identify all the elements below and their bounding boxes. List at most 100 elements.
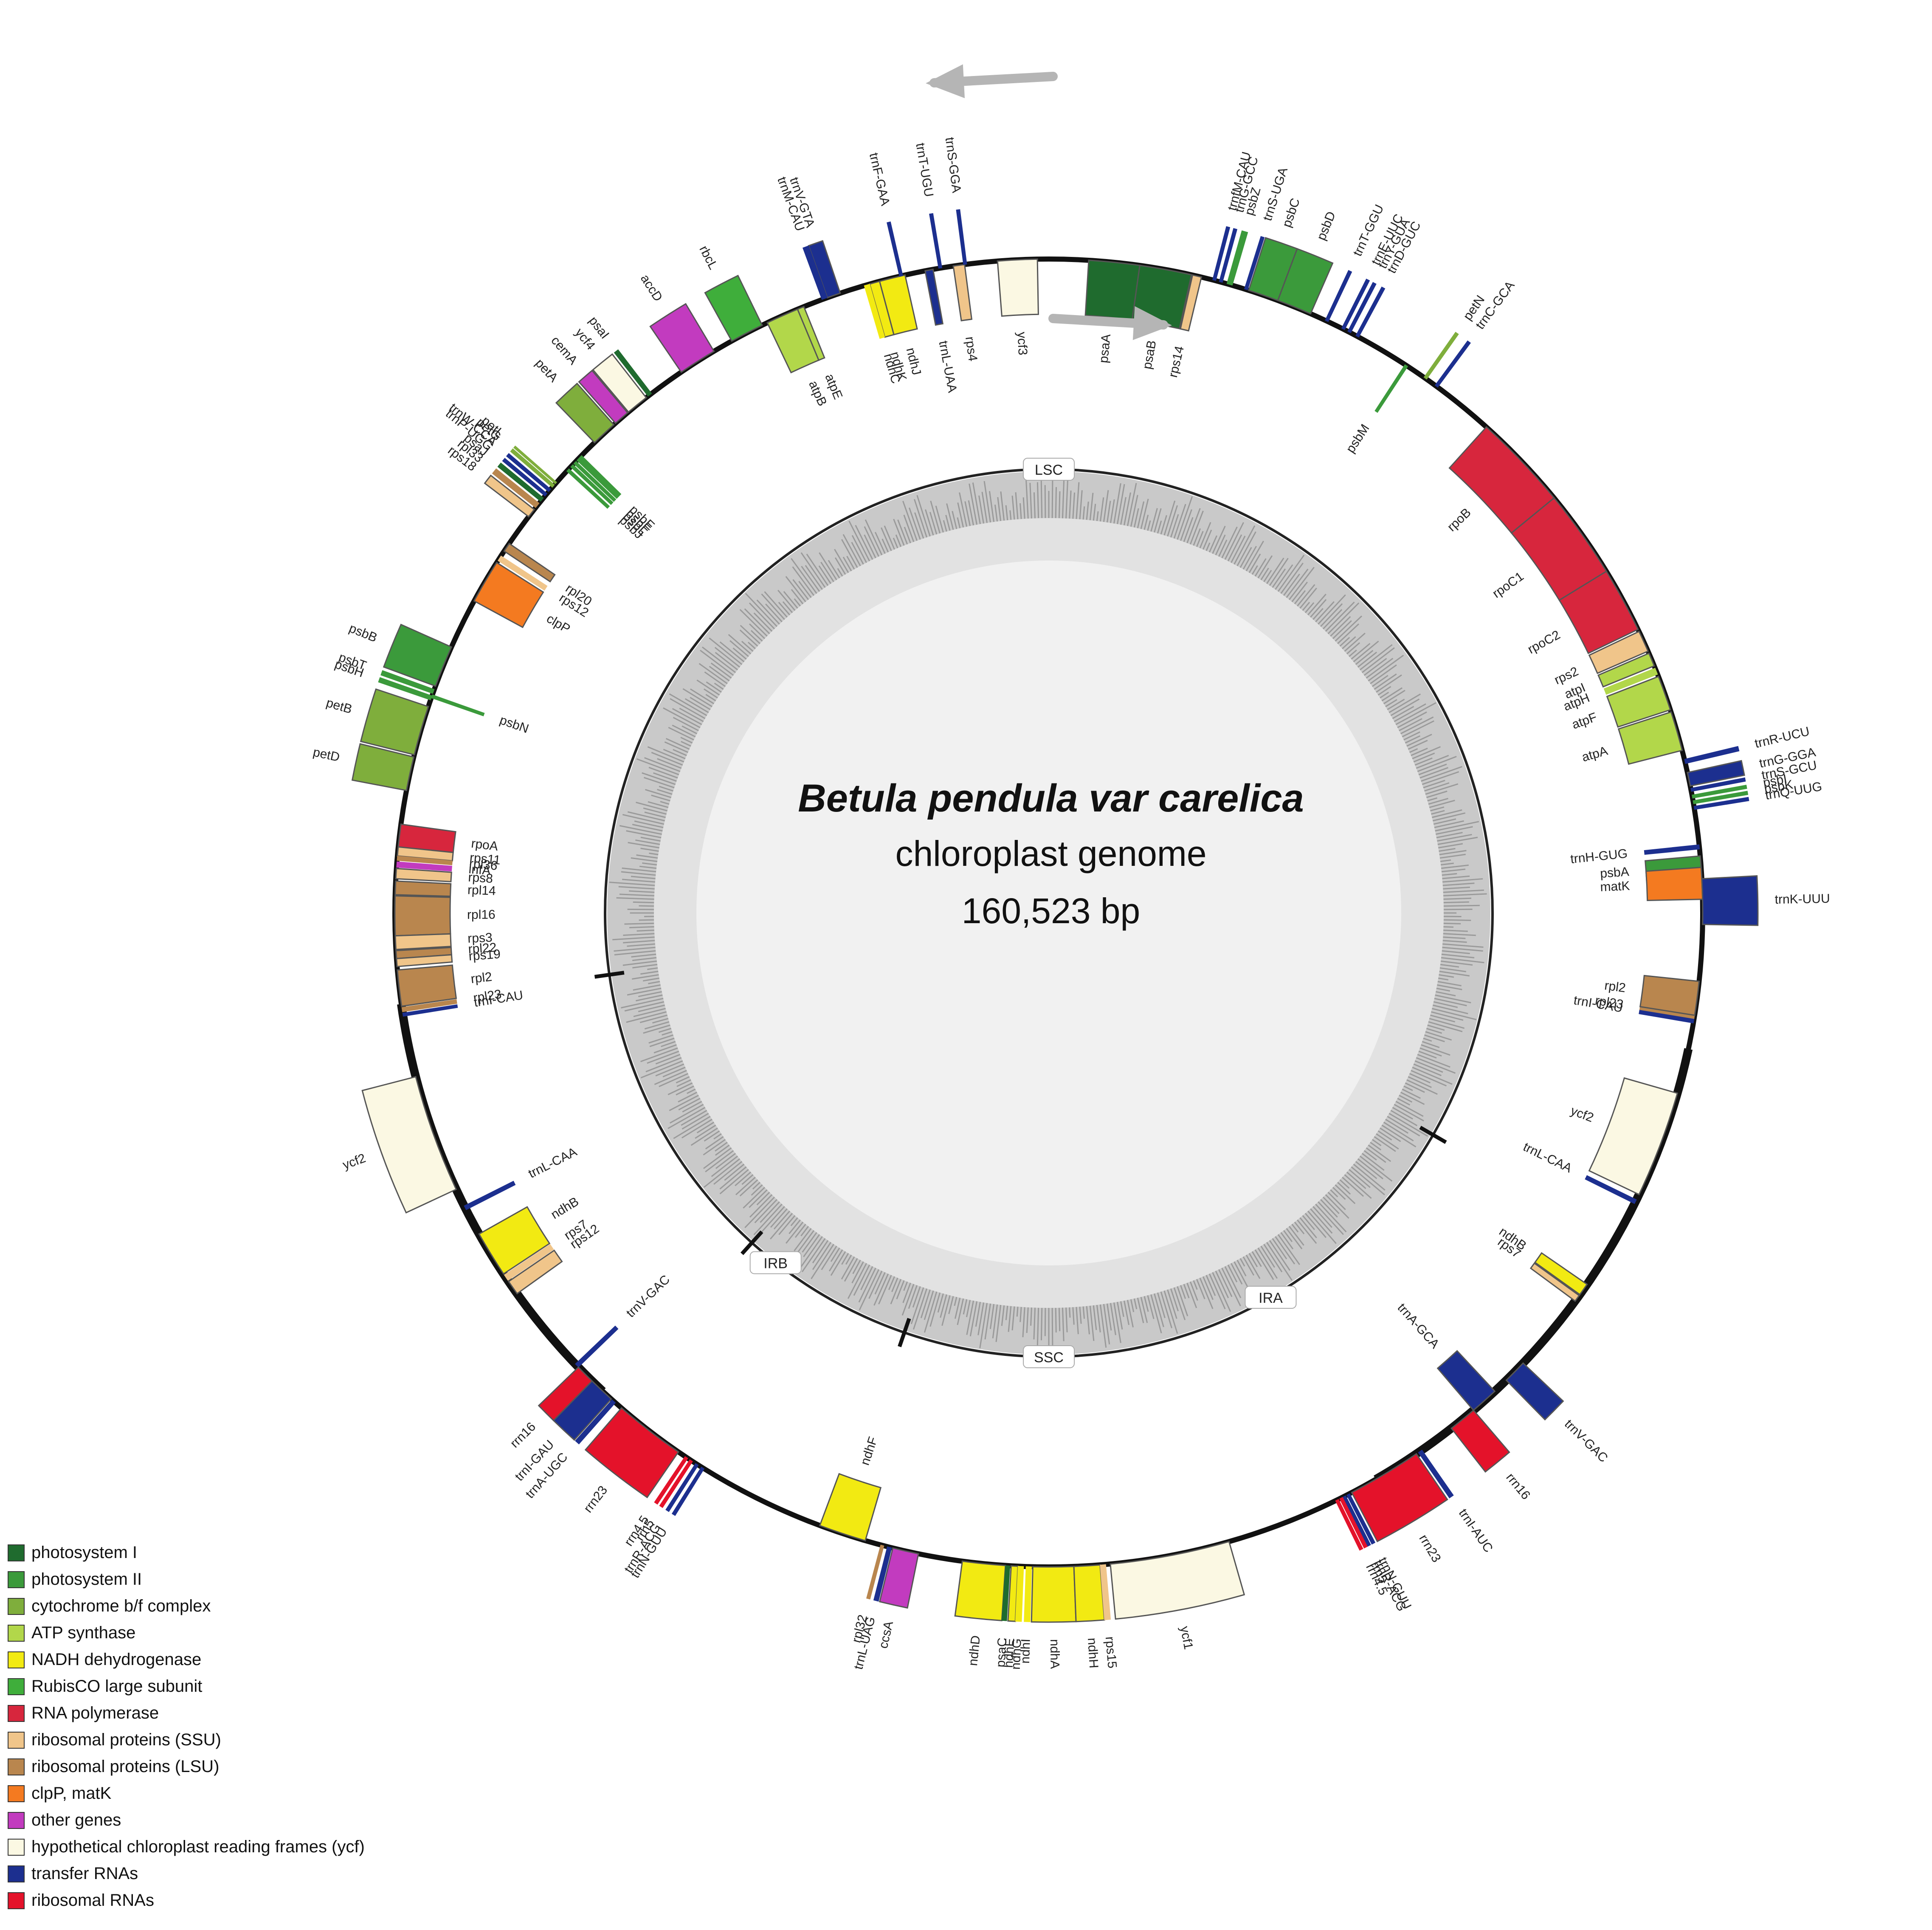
gene-box-trnT-GGU[interactable] — [1325, 270, 1352, 322]
gene-box-trnR-ACG[interactable] — [665, 1463, 699, 1512]
gene-box-trnS-GGA[interactable] — [956, 209, 967, 265]
gene-box-psbK[interactable] — [1693, 791, 1749, 804]
gene-box-ndhH[interactable] — [1073, 1564, 1105, 1623]
gene-box-rrn4.5[interactable] — [654, 1456, 688, 1505]
gene-box-psbC[interactable] — [1248, 237, 1298, 301]
gene-box-trnC-GCA[interactable] — [1434, 340, 1471, 388]
gene-box-trnA-UGC[interactable] — [575, 1399, 616, 1445]
gene-box-psbM[interactable] — [1374, 364, 1408, 413]
gene-box-trnV-GAC[interactable] — [1505, 1362, 1564, 1421]
gene-box-psbF[interactable] — [573, 461, 617, 502]
gene-box-trnN-GUU[interactable] — [1346, 1493, 1376, 1545]
gene-box-trnF-GAA[interactable] — [887, 221, 903, 277]
gene-box-petB[interactable] — [360, 688, 429, 756]
gene-box-ndhA[interactable] — [1031, 1566, 1077, 1623]
gene-box-rps19[interactable] — [396, 954, 453, 967]
gene-box-trnD-GUC[interactable] — [1355, 286, 1386, 338]
gene-box-trnV-GAC[interactable] — [575, 1325, 619, 1368]
gene-box-atpF[interactable] — [1606, 676, 1671, 728]
gene-box-rrn16[interactable] — [1450, 1409, 1510, 1473]
gene-box-atpH[interactable] — [1603, 668, 1658, 695]
gene-box-trnL-CAA[interactable] — [1585, 1175, 1637, 1204]
gene-box-trnN-GUU[interactable] — [671, 1466, 705, 1516]
gene-box-trnM-CAU[interactable] — [802, 245, 828, 300]
gene-box-trnL-UAG[interactable] — [873, 1546, 892, 1602]
gene-box-psbT[interactable] — [380, 670, 435, 694]
gene-box-ndhB[interactable] — [1534, 1252, 1588, 1296]
gene-box-rps12[interactable] — [507, 1249, 563, 1295]
gene-box-trnS-GCU[interactable] — [1690, 777, 1746, 792]
gene-box-trnI-GAU[interactable] — [552, 1380, 612, 1441]
gene-box-trnQ-UUG[interactable] — [1693, 797, 1749, 810]
gene-box-rps4[interactable] — [952, 264, 973, 321]
gene-box-trnE-UUC[interactable] — [1341, 279, 1370, 330]
gene-box-trnfM-CAU[interactable] — [1212, 226, 1231, 281]
gene-box-rps8[interactable] — [395, 868, 452, 882]
gene-box-rps18[interactable] — [484, 474, 535, 518]
gene-box-trnW-CCA[interactable] — [506, 453, 551, 492]
gene-box-petN[interactable] — [1423, 332, 1459, 380]
gene-box-rpl23[interactable] — [401, 999, 457, 1012]
gene-box-trnY-GUA[interactable] — [1347, 282, 1377, 333]
gene-box-ndhF[interactable] — [819, 1473, 882, 1541]
gene-box-rrn23[interactable] — [584, 1407, 679, 1499]
gene-box-psbN[interactable] — [431, 694, 485, 716]
gene-box-psaC[interactable] — [1001, 1565, 1011, 1621]
gene-box-petL[interactable] — [513, 445, 557, 485]
gene-box-ycf1[interactable] — [1110, 1541, 1245, 1620]
gene-box-rrn4.5[interactable] — [1335, 1499, 1363, 1551]
gene-box-trnG-GCC[interactable] — [1219, 228, 1238, 283]
gene-box-rps2[interactable] — [1588, 631, 1649, 674]
gene-box-cemA[interactable] — [578, 369, 629, 424]
gene-box-trnI-CAU[interactable] — [1639, 1009, 1695, 1024]
gene-box-atpA[interactable] — [1617, 711, 1683, 765]
gene-box-rpl32[interactable] — [866, 1544, 884, 1600]
gene-box-ndhD[interactable] — [954, 1560, 1006, 1621]
gene-box-psbE[interactable] — [576, 455, 622, 499]
gene-box-rps14[interactable] — [1180, 274, 1203, 332]
gene-box-rrn23[interactable] — [1351, 1453, 1448, 1542]
gene-box-rpl14[interactable] — [394, 880, 452, 897]
gene-box-ccsA[interactable] — [879, 1547, 919, 1609]
gene-box-trnS-UGA[interactable] — [1244, 236, 1265, 290]
gene-box-rpoC2[interactable] — [1558, 570, 1639, 654]
gene-box-trnT-UGU[interactable] — [929, 213, 943, 269]
gene-box-trnV-GTA[interactable] — [808, 240, 841, 299]
gene-box-psbL[interactable] — [570, 464, 614, 505]
gene-box-trnI-CAU[interactable] — [402, 1004, 458, 1017]
gene-box-rpl16[interactable] — [394, 895, 451, 937]
gene-box-psaJ[interactable] — [497, 462, 544, 502]
gene-box-trnK-UUU[interactable] — [1701, 875, 1759, 926]
gene-box-rps7[interactable] — [504, 1244, 554, 1281]
gene-box-petD[interactable] — [351, 743, 415, 792]
gene-box-rpoC1[interactable] — [1510, 497, 1608, 601]
gene-box-rpl2[interactable] — [1639, 975, 1700, 1016]
gene-box-ycf4[interactable] — [592, 353, 647, 413]
gene-box-atpB[interactable] — [766, 308, 820, 374]
gene-box-rps7[interactable] — [1529, 1262, 1580, 1302]
gene-box-trnI-AUC[interactable] — [1418, 1449, 1454, 1499]
gene-box-infA[interactable] — [396, 861, 452, 872]
gene-box-psbJ[interactable] — [566, 468, 610, 509]
gene-box-clpP[interactable] — [473, 561, 544, 628]
gene-box-ndhC[interactable] — [864, 284, 885, 339]
gene-box-trnH-GUG[interactable] — [1644, 844, 1700, 855]
gene-box-rpl36[interactable] — [397, 856, 453, 865]
gene-box-rpl2[interactable] — [397, 964, 457, 1007]
gene-box-psaA[interactable] — [1084, 259, 1141, 321]
gene-box-trnA-GCA[interactable] — [1436, 1350, 1496, 1412]
gene-box-psbB[interactable] — [383, 623, 453, 687]
gene-box-psbZ[interactable] — [1226, 230, 1248, 286]
gene-box-matK[interactable] — [1645, 866, 1704, 902]
gene-box-atpI[interactable] — [1597, 652, 1655, 688]
gene-box-ycf2[interactable] — [361, 1076, 457, 1214]
gene-box-rrn5[interactable] — [1339, 1497, 1368, 1549]
gene-box-rps15[interactable] — [1100, 1564, 1111, 1620]
gene-box-rpl33[interactable] — [492, 468, 540, 508]
gene-box-trnL-CAA[interactable] — [464, 1181, 516, 1210]
gene-box-petG[interactable] — [510, 448, 555, 488]
gene-box-trnP-UGG[interactable] — [502, 458, 548, 497]
gene-box-petA[interactable] — [555, 382, 615, 444]
gene-box-ndhG[interactable] — [1015, 1566, 1024, 1622]
gene-box-psaI[interactable] — [614, 349, 652, 397]
